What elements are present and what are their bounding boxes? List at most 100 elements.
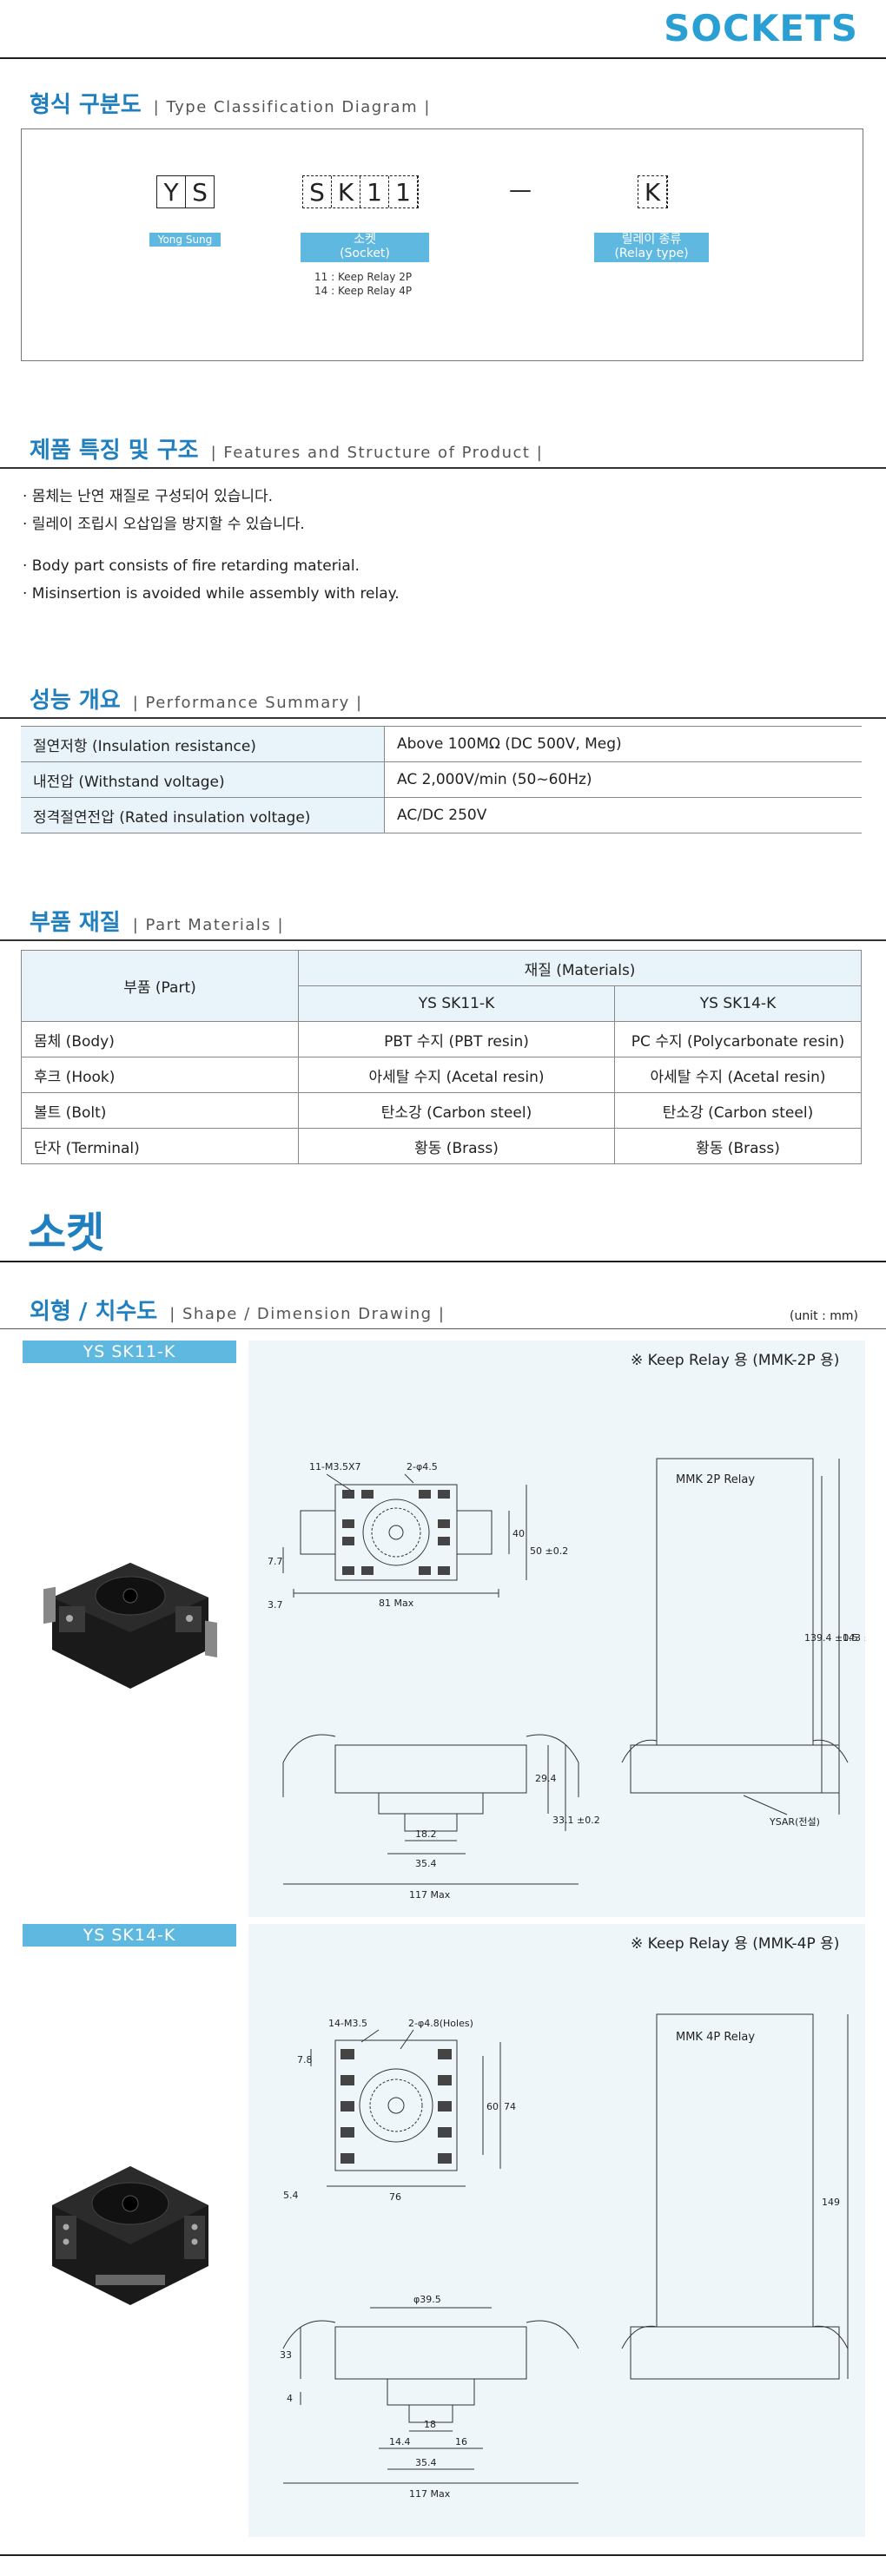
perf-value: AC 2,000V/min (50~60Hz): [384, 761, 862, 798]
table-row: 절연저항 (Insulation resistance) Above 100MΩ…: [21, 726, 862, 762]
dim-label: 81 Max: [379, 1598, 414, 1609]
features-title-en: | Features and Structure of Product |: [210, 444, 544, 462]
table-row: 내전압 (Withstand voltage) AC 2,000V/min (5…: [21, 761, 862, 798]
dimension-rule: [0, 1328, 886, 1329]
sk11-product-photo: [43, 1563, 217, 1689]
features-list: · 몸체는 난연 재질로 구성되어 있습니다. · 릴레이 조립시 오삽입을 방…: [23, 483, 400, 608]
performance-table: 절연저항 (Insulation resistance) Above 100MΩ…: [21, 726, 862, 833]
dim-label: 7.8: [297, 2054, 313, 2065]
tag-socket-ko: 소켓: [354, 233, 376, 247]
dim-label: 7.7: [268, 1556, 283, 1567]
tag-relay-en: (Relay type): [614, 247, 689, 260]
sk14-product-photo: [52, 2166, 208, 2305]
perf-value: AC/DC 250V: [384, 797, 862, 833]
performance-title-ko: 성능 개요: [30, 688, 121, 714]
dim-label: 11-M3.5X7: [309, 1461, 361, 1472]
features-section-heading: 제품 특징 및 구조 | Features and Structure of P…: [30, 432, 543, 464]
type-title-ko: 형식 구분도: [30, 92, 142, 118]
type-diagram-box: [21, 128, 863, 361]
socket-rule: [0, 1261, 886, 1262]
dim-label: 14-M3.5: [328, 2018, 367, 2029]
mat-b: 아세탈 수지 (Acetal resin): [614, 1057, 862, 1093]
performance-section-heading: 성능 개요 | Performance Summary |: [30, 682, 363, 715]
dim-label: 29.4: [535, 1773, 557, 1784]
sk14-drawing-panel: [248, 1924, 865, 2537]
dim-label: 14.4: [389, 2436, 411, 2448]
mat-part: 볼트 (Bolt): [21, 1092, 299, 1129]
tag-socket: 소켓 (Socket): [301, 233, 429, 262]
tag-relay-ko: 릴레이 종류: [621, 233, 682, 247]
table-row: 정격절연전압 (Rated insulation voltage) AC/DC …: [21, 797, 862, 833]
materials-section-heading: 부품 재질 | Part Materials |: [30, 905, 284, 937]
dim-label: 35.4: [415, 2457, 437, 2468]
table-row: 볼트 (Bolt) 탄소강 (Carbon steel) 탄소강 (Carbon…: [21, 1092, 862, 1129]
tag-yong-sung: Yong Sung: [149, 233, 221, 247]
materials-title-en: | Part Materials |: [132, 916, 285, 934]
mat-a: 탄소강 (Carbon steel): [298, 1092, 615, 1129]
perf-key: 정격절연전압 (Rated insulation voltage): [21, 797, 385, 833]
dim-label: 143 ±0.5: [843, 1632, 865, 1644]
code-relay: K: [638, 175, 668, 208]
sk11-drawing-panel: [248, 1341, 865, 1917]
mat-b: PC 수지 (Polycarbonate resin): [614, 1021, 862, 1057]
perf-key: 절연저항 (Insulation resistance): [21, 726, 385, 762]
footer-rule: [0, 2554, 886, 2556]
type-section-heading: 형식 구분도 | Type Classification Diagram |: [30, 87, 431, 119]
code-char: K: [332, 176, 360, 208]
dim-label: φ39.5: [413, 2294, 441, 2305]
perf-value: Above 100MΩ (DC 500V, Meg): [384, 726, 862, 762]
header-rule: [0, 57, 886, 59]
code-char: Y: [157, 176, 186, 208]
dim-label: 74: [504, 2101, 516, 2112]
dim-label: 2-φ4.5: [407, 1461, 438, 1472]
materials-title-ko: 부품 재질: [30, 910, 121, 936]
unit-label: (unit : mm): [790, 1309, 858, 1323]
dim-label: 4: [287, 2393, 293, 2404]
mat-part: 후크 (Hook): [21, 1057, 299, 1093]
socket-note-2p: 11 : Keep Relay 2P: [314, 271, 413, 283]
tag-socket-en: (Socket): [340, 247, 390, 260]
performance-title-en: | Performance Summary |: [132, 694, 363, 712]
col-sk11: YS SK11-K: [298, 985, 615, 1022]
dim-label: 149: [822, 2197, 840, 2208]
dim-label: 3.7: [268, 1599, 283, 1611]
features-rule: [0, 467, 886, 469]
code-prefix: Y S: [156, 175, 215, 208]
dimension-title-en: | Shape / Dimension Drawing |: [169, 1305, 446, 1323]
perf-key: 내전압 (Withstand voltage): [21, 761, 385, 798]
materials-table: 부품 (Part) 재질 (Materials) YS SK11-K YS SK…: [21, 950, 862, 1164]
socket-title: 소켓: [28, 1209, 105, 1257]
code-char: 1: [360, 176, 389, 208]
col-sk14: YS SK14-K: [614, 985, 862, 1022]
model-sk14-bar: YS SK14-K: [23, 1924, 236, 1947]
dim-label: 16: [455, 2436, 467, 2448]
dim-label: 60: [486, 2101, 499, 2112]
code-socket: S K 1 1: [302, 175, 419, 208]
code-char: K: [638, 176, 667, 208]
dim-label: 139.4 ±0.5: [804, 1632, 858, 1644]
table-row: 후크 (Hook) 아세탈 수지 (Acetal resin) 아세탈 수지 (…: [21, 1057, 862, 1093]
mat-a: 황동 (Brass): [298, 1128, 615, 1164]
code-dash: —: [509, 177, 532, 203]
dim-label: 5.4: [283, 2190, 299, 2201]
feature-item: · 릴레이 조립시 오삽입을 방지할 수 있습니다.: [23, 516, 305, 533]
socket-note-4p: 14 : Keep Relay 4P: [314, 285, 413, 297]
sk14-relay-note: ※ Keep Relay 용 (MMK-4P 용): [631, 1935, 840, 1953]
features-title-ko: 제품 특징 및 구조: [30, 438, 199, 464]
sk11-relay-note: ※ Keep Relay 용 (MMK-2P 용): [631, 1352, 840, 1369]
sk11-dimension-drawing: 11-M3.5X7 2-φ4.5 40 50 ±0.2 7.7 3.7 81 M…: [268, 1458, 865, 1901]
mat-b: 황동 (Brass): [614, 1128, 862, 1164]
table-row: YS SK11-K YS SK14-K: [22, 985, 862, 1022]
mat-part: 몸체 (Body): [21, 1021, 299, 1057]
dim-label: 33: [280, 2349, 292, 2361]
dim-label: 76: [389, 2191, 401, 2203]
dim-label: 117 Max: [409, 1889, 451, 1901]
mat-a: 아세탈 수지 (Acetal resin): [298, 1057, 615, 1093]
sk14-dimension-drawing: 14-M3.5 2-φ4.8(Holes) 7.8 60 74 5.4 76 φ…: [280, 2013, 849, 2500]
feature-item: · Misinsertion is avoided while assembly…: [23, 585, 400, 603]
code-char: S: [192, 177, 208, 207]
table-row: 단자 (Terminal) 황동 (Brass) 황동 (Brass): [21, 1128, 862, 1164]
mat-b: 탄소강 (Carbon steel): [614, 1092, 862, 1129]
part-header: 부품 (Part): [21, 950, 299, 1022]
dim-label: 18: [424, 2419, 436, 2430]
